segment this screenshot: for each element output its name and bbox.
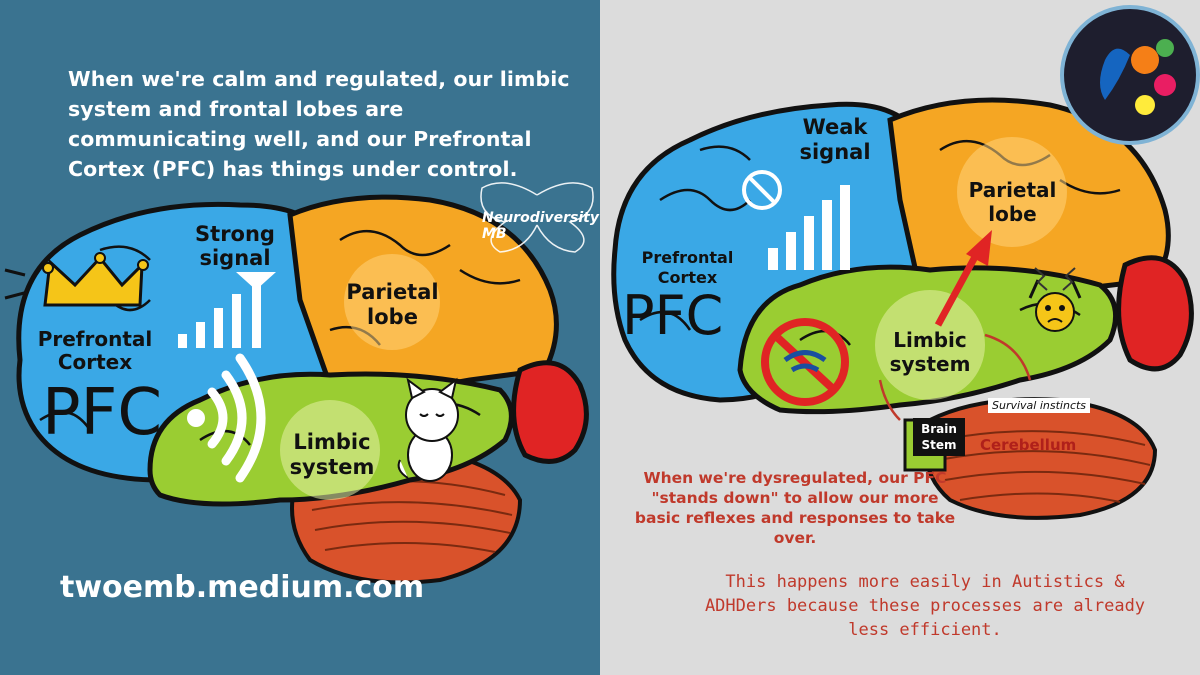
anxious-face-icon — [1028, 267, 1082, 332]
red-curve-arrows — [878, 333, 1032, 421]
pfc-abbrev: PFC — [622, 284, 724, 347]
brain-stem-label: Brain Stem — [913, 418, 965, 456]
website-url: twoemb.medium.com — [60, 570, 425, 605]
parietal-highlight — [957, 137, 1067, 247]
occipital-region — [1116, 255, 1194, 372]
survival-instincts-label: Survival instincts — [988, 398, 1091, 413]
pfc-abbrev: PFC — [41, 376, 163, 450]
limbic-system-label: Limbic system — [889, 328, 971, 376]
limbic-highlight — [280, 400, 380, 500]
left-brain-diagram — [4, 182, 594, 585]
signal-bars-icon — [178, 272, 276, 348]
no-wifi-icon — [761, 318, 849, 406]
prefrontal-cortex-label: Prefrontal Cortex — [37, 327, 153, 374]
neurodiversity-mb-logo-text: Neurodiversity MB — [482, 210, 599, 242]
left-panel: When we're calm and regulated, our limbi… — [0, 0, 600, 675]
no-signal-icon — [742, 170, 850, 270]
butterfly-logo — [480, 182, 594, 253]
autistics-adhders-text: This happens more easily in Autistics & … — [704, 572, 1146, 640]
parietal-lobe-label: Parietal lobe — [346, 280, 439, 329]
cat-icon — [397, 377, 459, 482]
intro-text: When we're calm and regulated, our limbi… — [68, 67, 570, 181]
peacock-logo — [1060, 5, 1200, 145]
right-panel: Weak signal Prefrontal Cortex PFC Pariet… — [600, 0, 1200, 675]
prefrontal-cortex-label: Prefrontal Cortex — [641, 248, 734, 287]
right-brain-diagram — [611, 5, 1200, 520]
wifi-icon — [187, 353, 266, 483]
cerebellum-label: Cerebellum — [980, 436, 1077, 454]
weak-signal-label: Weak signal — [799, 115, 871, 164]
limbic-highlight — [875, 290, 985, 400]
dysregulated-text: When we're dysregulated, our PFC "stands… — [634, 469, 956, 547]
red-arrow-icon — [934, 230, 992, 327]
parietal-lobe-label: Parietal lobe — [968, 178, 1057, 226]
parietal-highlight — [344, 254, 440, 350]
occipital-region — [511, 360, 589, 464]
crown-icon — [4, 252, 149, 307]
limbic-system-label: Limbic system — [289, 430, 375, 479]
strong-signal-label: Strong signal — [195, 222, 275, 270]
